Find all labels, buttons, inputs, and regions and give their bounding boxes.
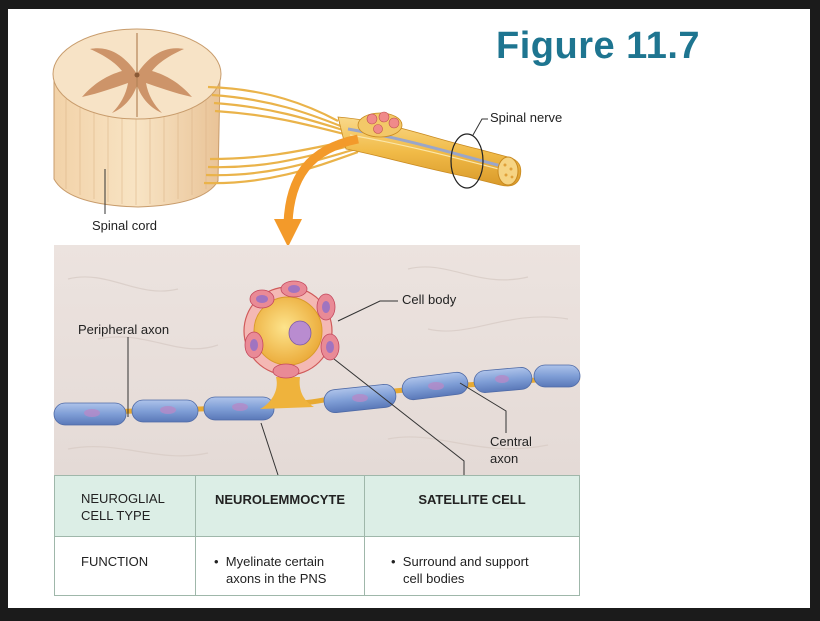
table-row: FUNCTION • Myelinate certain axons in th… — [54, 536, 580, 596]
neurolemmocyte-function-cell: • Myelinate certain axons in the PNS — [195, 536, 365, 596]
spinal-nerve-drawing — [337, 111, 522, 189]
neuroglia-function-table: NEUROGLIAL CELL TYPE NEUROLEMMOCYTE SATE… — [54, 475, 580, 596]
central-axon-line1: Central — [490, 434, 532, 449]
leader-lines — [127, 300, 507, 476]
bullet: • — [214, 554, 219, 569]
header-cell-type-line1: NEUROGLIAL — [81, 491, 165, 506]
neuroglia-illustration — [52, 28, 581, 477]
table-header-row: NEUROGLIAL CELL TYPE NEUROLEMMOCYTE SATE… — [54, 475, 580, 537]
central-axon-label: Central axon — [490, 433, 532, 467]
header-cell-type: NEUROGLIAL CELL TYPE — [54, 475, 196, 537]
function-label-cell: FUNCTION — [54, 536, 196, 596]
neurolemmocyte-function-line2: axons in the PNS — [226, 571, 327, 586]
satellite-function-line2: cell bodies — [403, 571, 465, 586]
figure-title: Figure 11.7 — [496, 25, 701, 67]
central-axon-line2: axon — [490, 451, 519, 466]
cell-body-drawing — [243, 280, 340, 409]
cell-body-label: Cell body — [402, 292, 457, 307]
neurolemmocyte-function-line1: Myelinate certain — [225, 554, 325, 569]
satellite-function-line1: Surround and support — [402, 554, 529, 569]
header-neurolemmocyte: NEUROLEMMOCYTE — [195, 475, 365, 537]
spinal-cord-label: Spinal cord — [92, 218, 158, 233]
nerve-roots — [203, 85, 359, 185]
peripheral-axon-label: Peripheral axon — [78, 322, 170, 337]
magnify-arrow — [274, 134, 359, 247]
satellite-function-cell: • Surround and support cell bodies — [364, 536, 580, 596]
header-satellite-cell: SATELLITE CELL — [364, 475, 580, 537]
spinal-nerve-label: Spinal nerve — [490, 110, 563, 125]
bullet: • — [391, 554, 396, 569]
figure-page: Figure 11.7 Spinal nerve Spinal cord Cel… — [8, 9, 810, 608]
header-cell-type-line2: CELL TYPE — [81, 508, 151, 523]
spinal-cord-drawing — [52, 28, 222, 214]
